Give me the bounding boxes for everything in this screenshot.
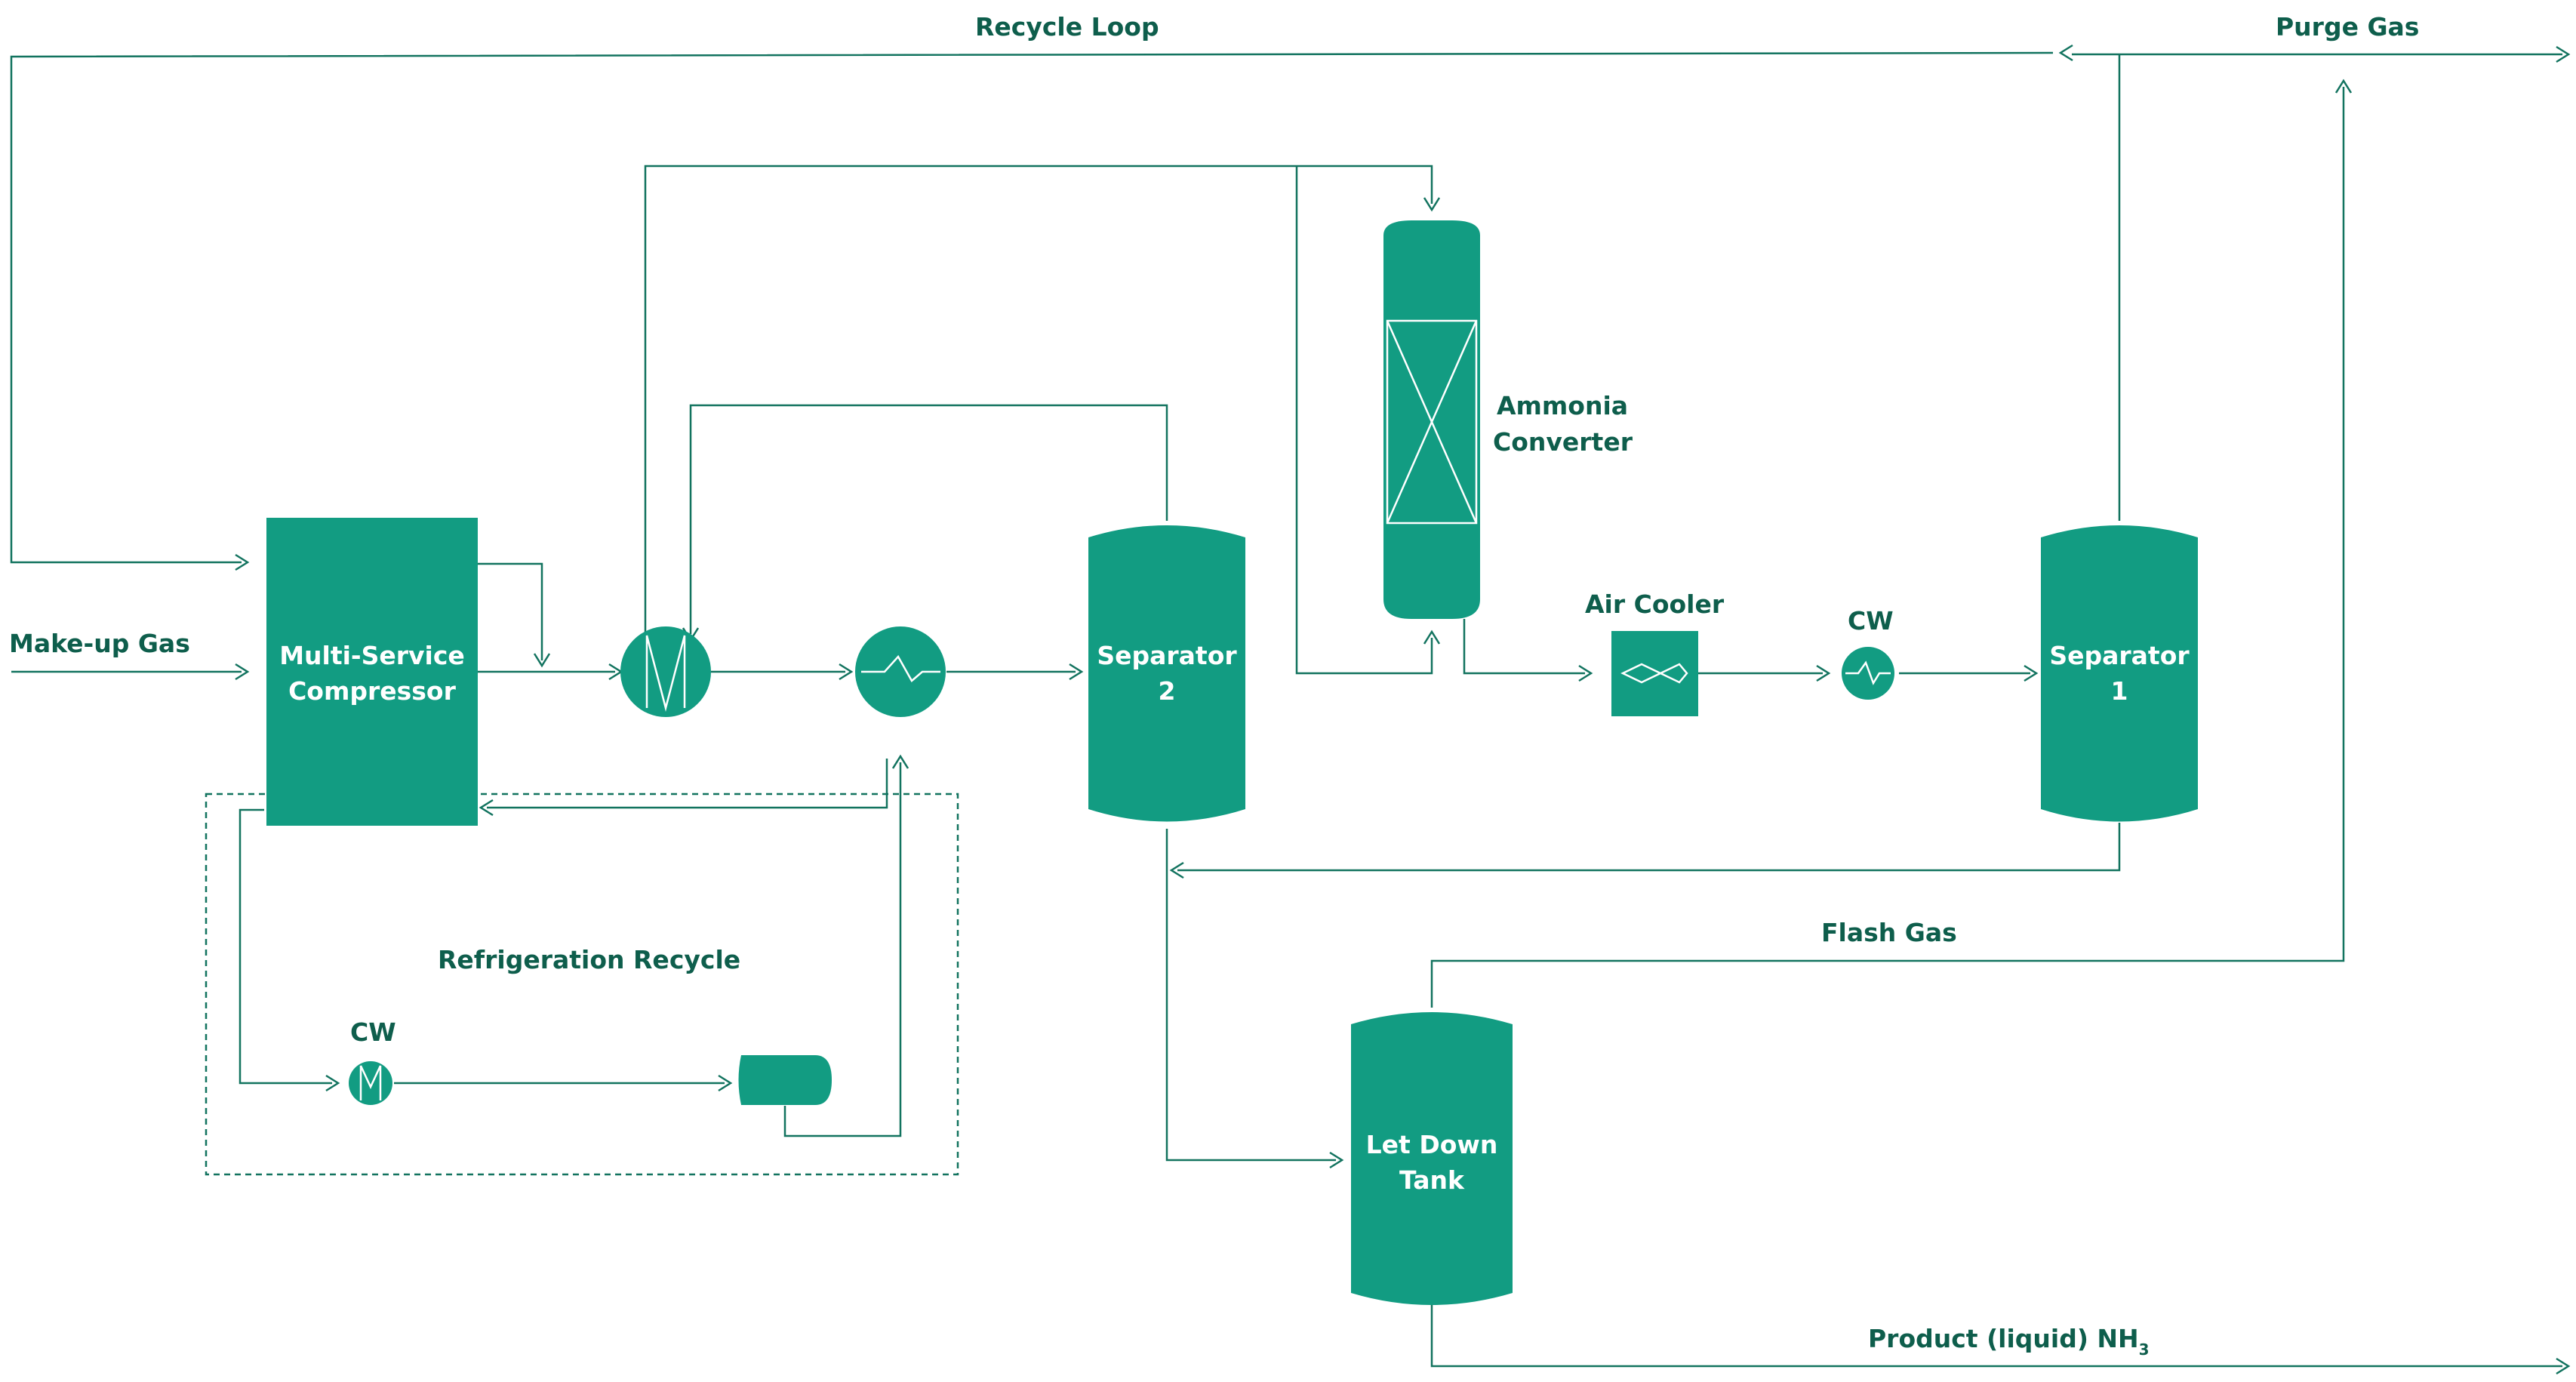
label-compressor-2: Compressor [288, 676, 457, 706]
label-compressor-1: Multi-Service [279, 641, 465, 670]
arrow-purge-out [2556, 45, 2571, 63]
label-air-cooler: Air Cooler [1585, 589, 1725, 619]
converter-feed-line [644, 165, 1433, 657]
arrow-to-separator2 [1069, 663, 1084, 681]
multi-service-compressor[interactable] [266, 518, 478, 826]
arrow-refrig-chiller [891, 754, 909, 769]
arrow-to-cw [1816, 664, 1831, 682]
separator1-bottoms-line [1177, 823, 2121, 872]
refrigeration-drum[interactable] [738, 1055, 833, 1105]
arrow-converter-bottom [1423, 629, 1441, 645]
arrow-recycle-in [235, 553, 250, 571]
separator-1[interactable] [2041, 525, 2198, 822]
arrow-refrig-drum [718, 1074, 733, 1092]
arrow-to-separator1 [2024, 664, 2039, 682]
label-cw-main: CW [1848, 606, 1894, 636]
label-separator1-2: 1 [2111, 676, 2128, 706]
label-separator2-1: Separator [1097, 641, 1237, 670]
label-separator2-2: 2 [1159, 676, 1176, 706]
cw-exchanger-refrig[interactable] [349, 1061, 392, 1105]
arrow-to-letdown [1329, 1151, 1344, 1169]
label-let-down-1: Let Down [1366, 1130, 1498, 1159]
converter-bypass-line [1295, 166, 1433, 675]
product-line [1430, 1302, 2562, 1368]
arrow-to-separator2-side [1169, 861, 1184, 879]
separator-2[interactable] [1088, 525, 1245, 822]
refrigeration-boundary [205, 793, 959, 1176]
flash-gas-line [1430, 87, 2345, 1008]
label-make-up-gas: Make-up Gas [9, 629, 190, 658]
arrowheads [235, 44, 2571, 1375]
refrig-return-line [487, 759, 888, 809]
converter-outlet-line [1463, 619, 1585, 675]
refrig-drum-to-chiller-line [783, 762, 902, 1137]
arrow-flash-up [2334, 78, 2353, 94]
arrow-to-hx2 [839, 663, 854, 681]
label-let-down-2: Tank [1399, 1165, 1465, 1195]
cw-exchanger-main[interactable] [1842, 647, 1894, 700]
arrow-refrig-cw [325, 1074, 340, 1092]
arrow-product-out [2556, 1357, 2571, 1375]
ammonia-converter[interactable] [1383, 220, 1480, 619]
separator2-overhead-line [689, 404, 1168, 634]
label-refrigeration-recycle: Refrigeration Recycle [438, 945, 740, 974]
arrow-compressor-side [533, 653, 551, 668]
label-recycle-loop: Recycle Loop [975, 12, 1159, 42]
recycle-loop-line [10, 51, 2054, 564]
refrig-compressor-out-line [239, 808, 332, 1085]
compressor-side-line [477, 562, 543, 660]
label-product: Product (liquid) NH3 [1868, 1324, 2150, 1359]
label-flash-gas: Flash Gas [1821, 918, 1957, 947]
piping [10, 51, 2562, 1368]
arrow-recycle-left [2058, 44, 2073, 62]
label-separator1-1: Separator [2049, 641, 2190, 670]
label-ammonia: Ammonia [1497, 391, 1628, 420]
label-cw-refrig: CW [350, 1017, 396, 1047]
air-cooler[interactable] [1611, 631, 1698, 716]
heat-exchanger-1[interactable] [620, 626, 711, 717]
arrow-refrig-return [479, 799, 494, 817]
separator2-bottoms-line [1165, 829, 1336, 1162]
label-purge-gas: Purge Gas [2276, 12, 2419, 42]
arrow-to-aircooler [1578, 664, 1593, 682]
label-converter: Converter [1493, 427, 1633, 457]
arrow-converter-top [1423, 197, 1441, 212]
arrow-makeup-in [235, 663, 250, 681]
chiller-exchanger[interactable] [855, 626, 946, 717]
let-down-tank[interactable] [1351, 1012, 1513, 1305]
